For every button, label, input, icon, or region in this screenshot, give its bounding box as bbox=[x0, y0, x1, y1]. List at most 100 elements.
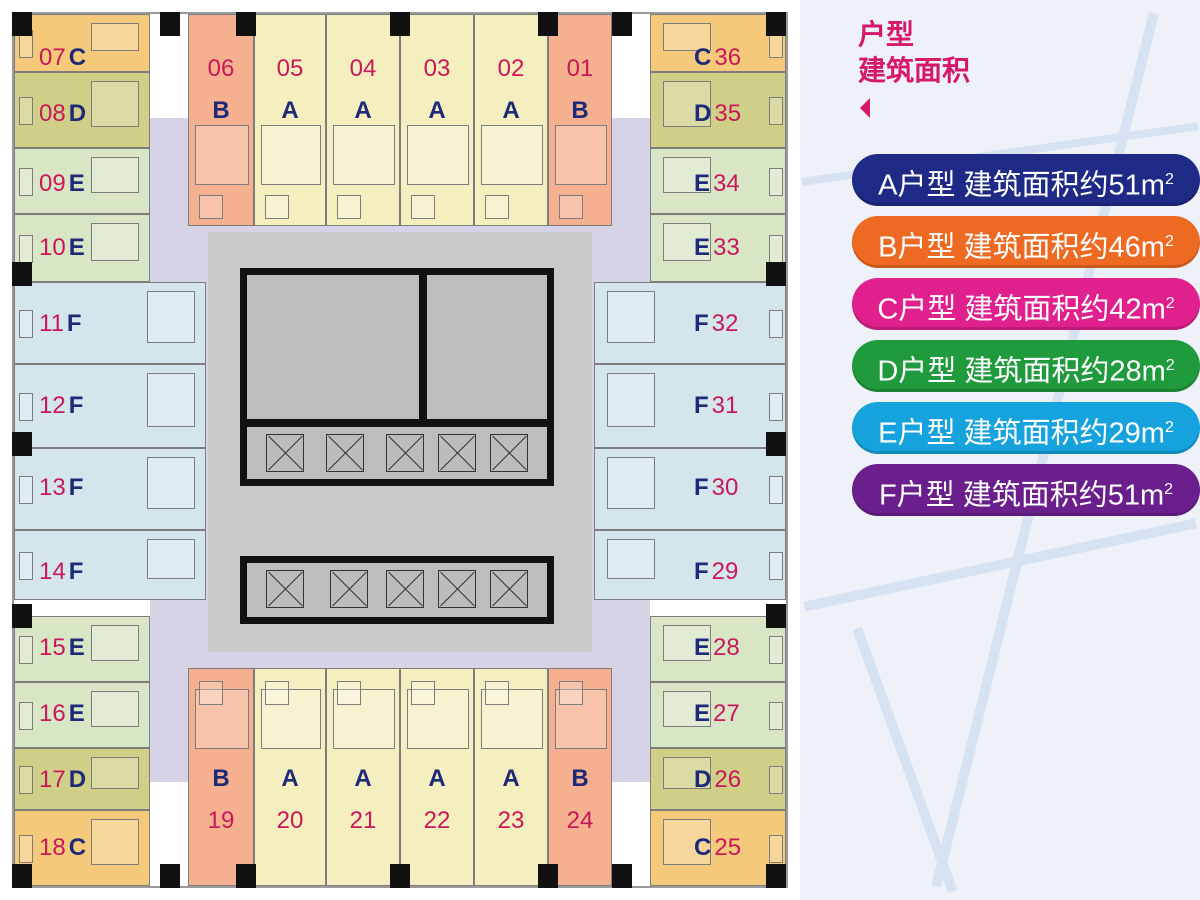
room-partition bbox=[411, 195, 435, 219]
unit-type: F bbox=[694, 558, 709, 585]
legend-item-f: F户型 建筑面积约51m2 bbox=[852, 464, 1200, 516]
stairwell-b bbox=[420, 268, 554, 426]
unit-number: 30 bbox=[711, 474, 739, 501]
unit-number: 06 bbox=[207, 55, 235, 82]
unit-number: 28 bbox=[713, 634, 740, 661]
unit-number: 02 bbox=[497, 55, 525, 82]
unit-type: E bbox=[68, 234, 85, 261]
room-partition bbox=[19, 835, 33, 863]
room-partition bbox=[261, 689, 321, 749]
legend: 户型 建筑面积 A户型 建筑面积约51m2 B户型 建筑面积约46m2 C户型 … bbox=[820, 0, 1200, 900]
unit-number: 07 bbox=[39, 44, 66, 71]
unit-number: 01 bbox=[566, 55, 594, 82]
room-partition bbox=[607, 539, 655, 579]
room-partition bbox=[663, 819, 711, 865]
room-partition bbox=[555, 125, 607, 185]
unit-type: B bbox=[571, 765, 589, 792]
room-partition bbox=[485, 681, 509, 705]
unit-number: 26 bbox=[714, 766, 742, 793]
structural-column bbox=[390, 864, 410, 888]
room-partition bbox=[607, 373, 655, 427]
legend-item-sup: 2 bbox=[1165, 357, 1175, 374]
structural-column bbox=[766, 864, 786, 888]
room-partition bbox=[19, 476, 33, 504]
room-partition bbox=[407, 125, 469, 185]
room-partition bbox=[663, 157, 711, 193]
room-partition bbox=[407, 689, 469, 749]
unit-type: E bbox=[694, 170, 711, 197]
unit-type: B bbox=[212, 97, 230, 124]
arrow-left-icon bbox=[860, 98, 870, 118]
unit-type: F bbox=[694, 310, 709, 337]
unit-type: C bbox=[68, 834, 87, 861]
unit-number: 33 bbox=[713, 234, 740, 261]
structural-column bbox=[12, 604, 32, 628]
room-partition bbox=[19, 310, 33, 338]
unit-type: B bbox=[571, 97, 589, 124]
room-partition bbox=[147, 539, 195, 579]
structural-column bbox=[612, 12, 632, 36]
unit-type: D bbox=[694, 766, 712, 793]
room-partition bbox=[147, 457, 195, 509]
unit-type: A bbox=[281, 97, 299, 124]
room-partition bbox=[559, 681, 583, 705]
legend-item-sup: 2 bbox=[1164, 419, 1174, 436]
elevator-icon bbox=[386, 570, 424, 608]
room-partition bbox=[559, 195, 583, 219]
legend-item-text: B户型 建筑面积约46m bbox=[878, 231, 1165, 264]
unit-number: 03 bbox=[423, 55, 451, 82]
room-partition bbox=[769, 552, 783, 580]
elevator-icon bbox=[266, 570, 304, 608]
legend-item-text: F户型 建筑面积约51m bbox=[878, 479, 1165, 512]
structural-column bbox=[538, 864, 558, 888]
unit-number: 15 bbox=[39, 634, 66, 661]
unit-number: 08 bbox=[39, 100, 66, 127]
room-partition bbox=[607, 457, 655, 509]
unit-type: A bbox=[354, 765, 372, 792]
room-partition bbox=[91, 625, 139, 661]
legend-item-sup: 2 bbox=[1165, 295, 1175, 312]
unit-number: 13 bbox=[39, 474, 66, 501]
room-partition bbox=[19, 766, 33, 794]
unit-type: F bbox=[694, 474, 709, 501]
unit-type: D bbox=[68, 766, 87, 793]
elevator-icon bbox=[438, 570, 476, 608]
legend-item-text: E户型 建筑面积约29m bbox=[878, 417, 1165, 450]
room-partition bbox=[19, 636, 33, 664]
elevator-icon bbox=[438, 434, 476, 472]
unit-number: 10 bbox=[39, 234, 66, 261]
room-partition bbox=[199, 681, 223, 705]
legend-item-text: D户型 建筑面积约28m bbox=[877, 355, 1166, 388]
room-partition bbox=[769, 393, 783, 421]
room-partition bbox=[663, 223, 711, 261]
unit-type: A bbox=[502, 765, 520, 792]
unit-type: E bbox=[694, 234, 711, 261]
legend-item-e: E户型 建筑面积约29m2 bbox=[852, 402, 1200, 454]
unit-type: F bbox=[66, 310, 82, 337]
room-partition bbox=[19, 235, 33, 263]
unit-number: 32 bbox=[711, 310, 739, 337]
legend-item-sup: 2 bbox=[1164, 171, 1174, 188]
unit-type: C bbox=[694, 834, 712, 861]
room-partition bbox=[555, 689, 607, 749]
unit-type: E bbox=[694, 634, 711, 661]
